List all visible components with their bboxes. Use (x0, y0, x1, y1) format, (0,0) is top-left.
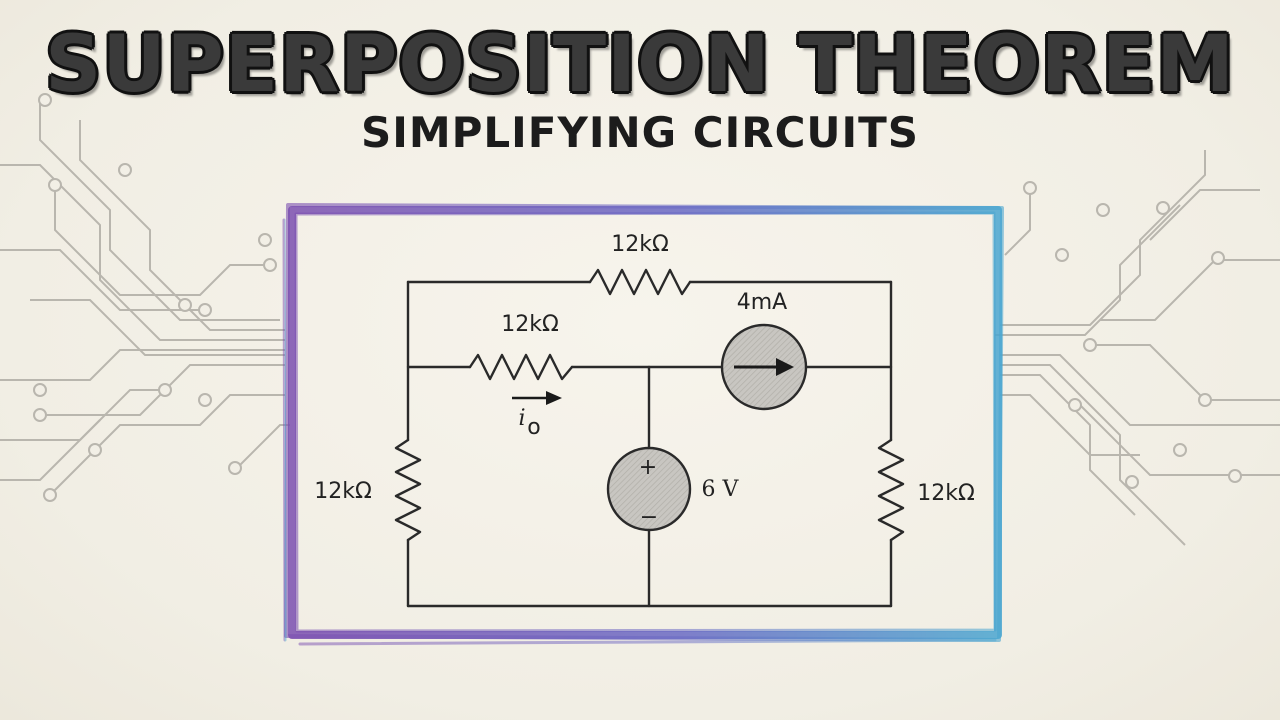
top-resistor (588, 268, 692, 296)
left-resistor (394, 438, 422, 542)
left-traces (0, 93, 290, 502)
voltage-minus-sign: − (640, 505, 658, 530)
io-subscript: o (527, 415, 540, 440)
right-resistor-label: 12kΩ (917, 481, 975, 506)
left-resistor-label: 12kΩ (314, 479, 372, 504)
main-title: SUPERPOSITION THEOREM (45, 20, 1235, 110)
right-traces (995, 150, 1280, 546)
right-resistor (877, 438, 905, 542)
voltage-plus-sign: + (639, 455, 657, 480)
wires (406, 280, 893, 608)
io-arrow (512, 391, 562, 405)
voltage-source-label: 6 V (702, 477, 740, 502)
current-source (720, 323, 808, 411)
top-resistor-label: 12kΩ (611, 232, 669, 257)
current-source-label: 4mA (737, 290, 787, 315)
subtitle: SIMPLIFYING CIRCUITS (360, 108, 920, 157)
middle-resistor-label: 12kΩ (501, 312, 559, 337)
voltage-source (606, 446, 692, 532)
io-label: i (518, 406, 525, 431)
middle-resistor (468, 353, 574, 381)
